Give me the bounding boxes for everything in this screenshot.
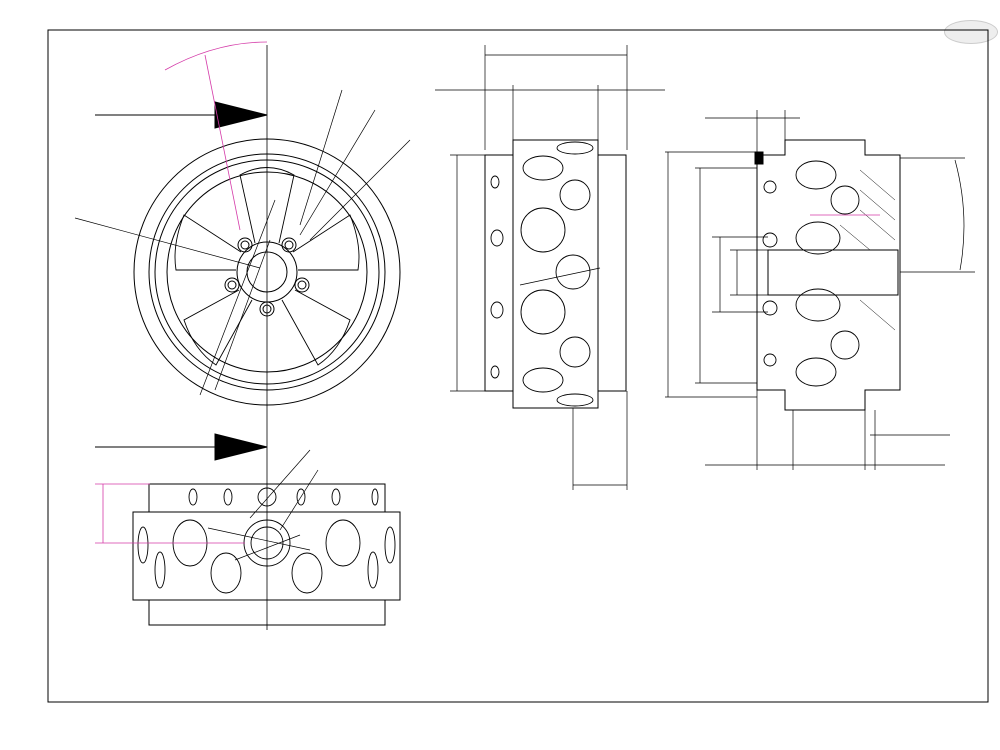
front-view <box>74 41 411 630</box>
dimensions <box>435 45 665 490</box>
section-view <box>665 110 975 470</box>
side-view <box>435 45 665 490</box>
section-arrow-bottom <box>214 433 268 461</box>
height-dimension <box>95 483 245 544</box>
section-arrow-top <box>214 101 268 129</box>
bottom-view <box>95 449 401 626</box>
spokes <box>174 167 360 366</box>
lug-holes <box>224 237 310 317</box>
drawing-border <box>47 29 989 703</box>
brand-logo <box>944 20 998 44</box>
angle-dimension <box>164 41 268 231</box>
dimensions <box>665 110 975 470</box>
